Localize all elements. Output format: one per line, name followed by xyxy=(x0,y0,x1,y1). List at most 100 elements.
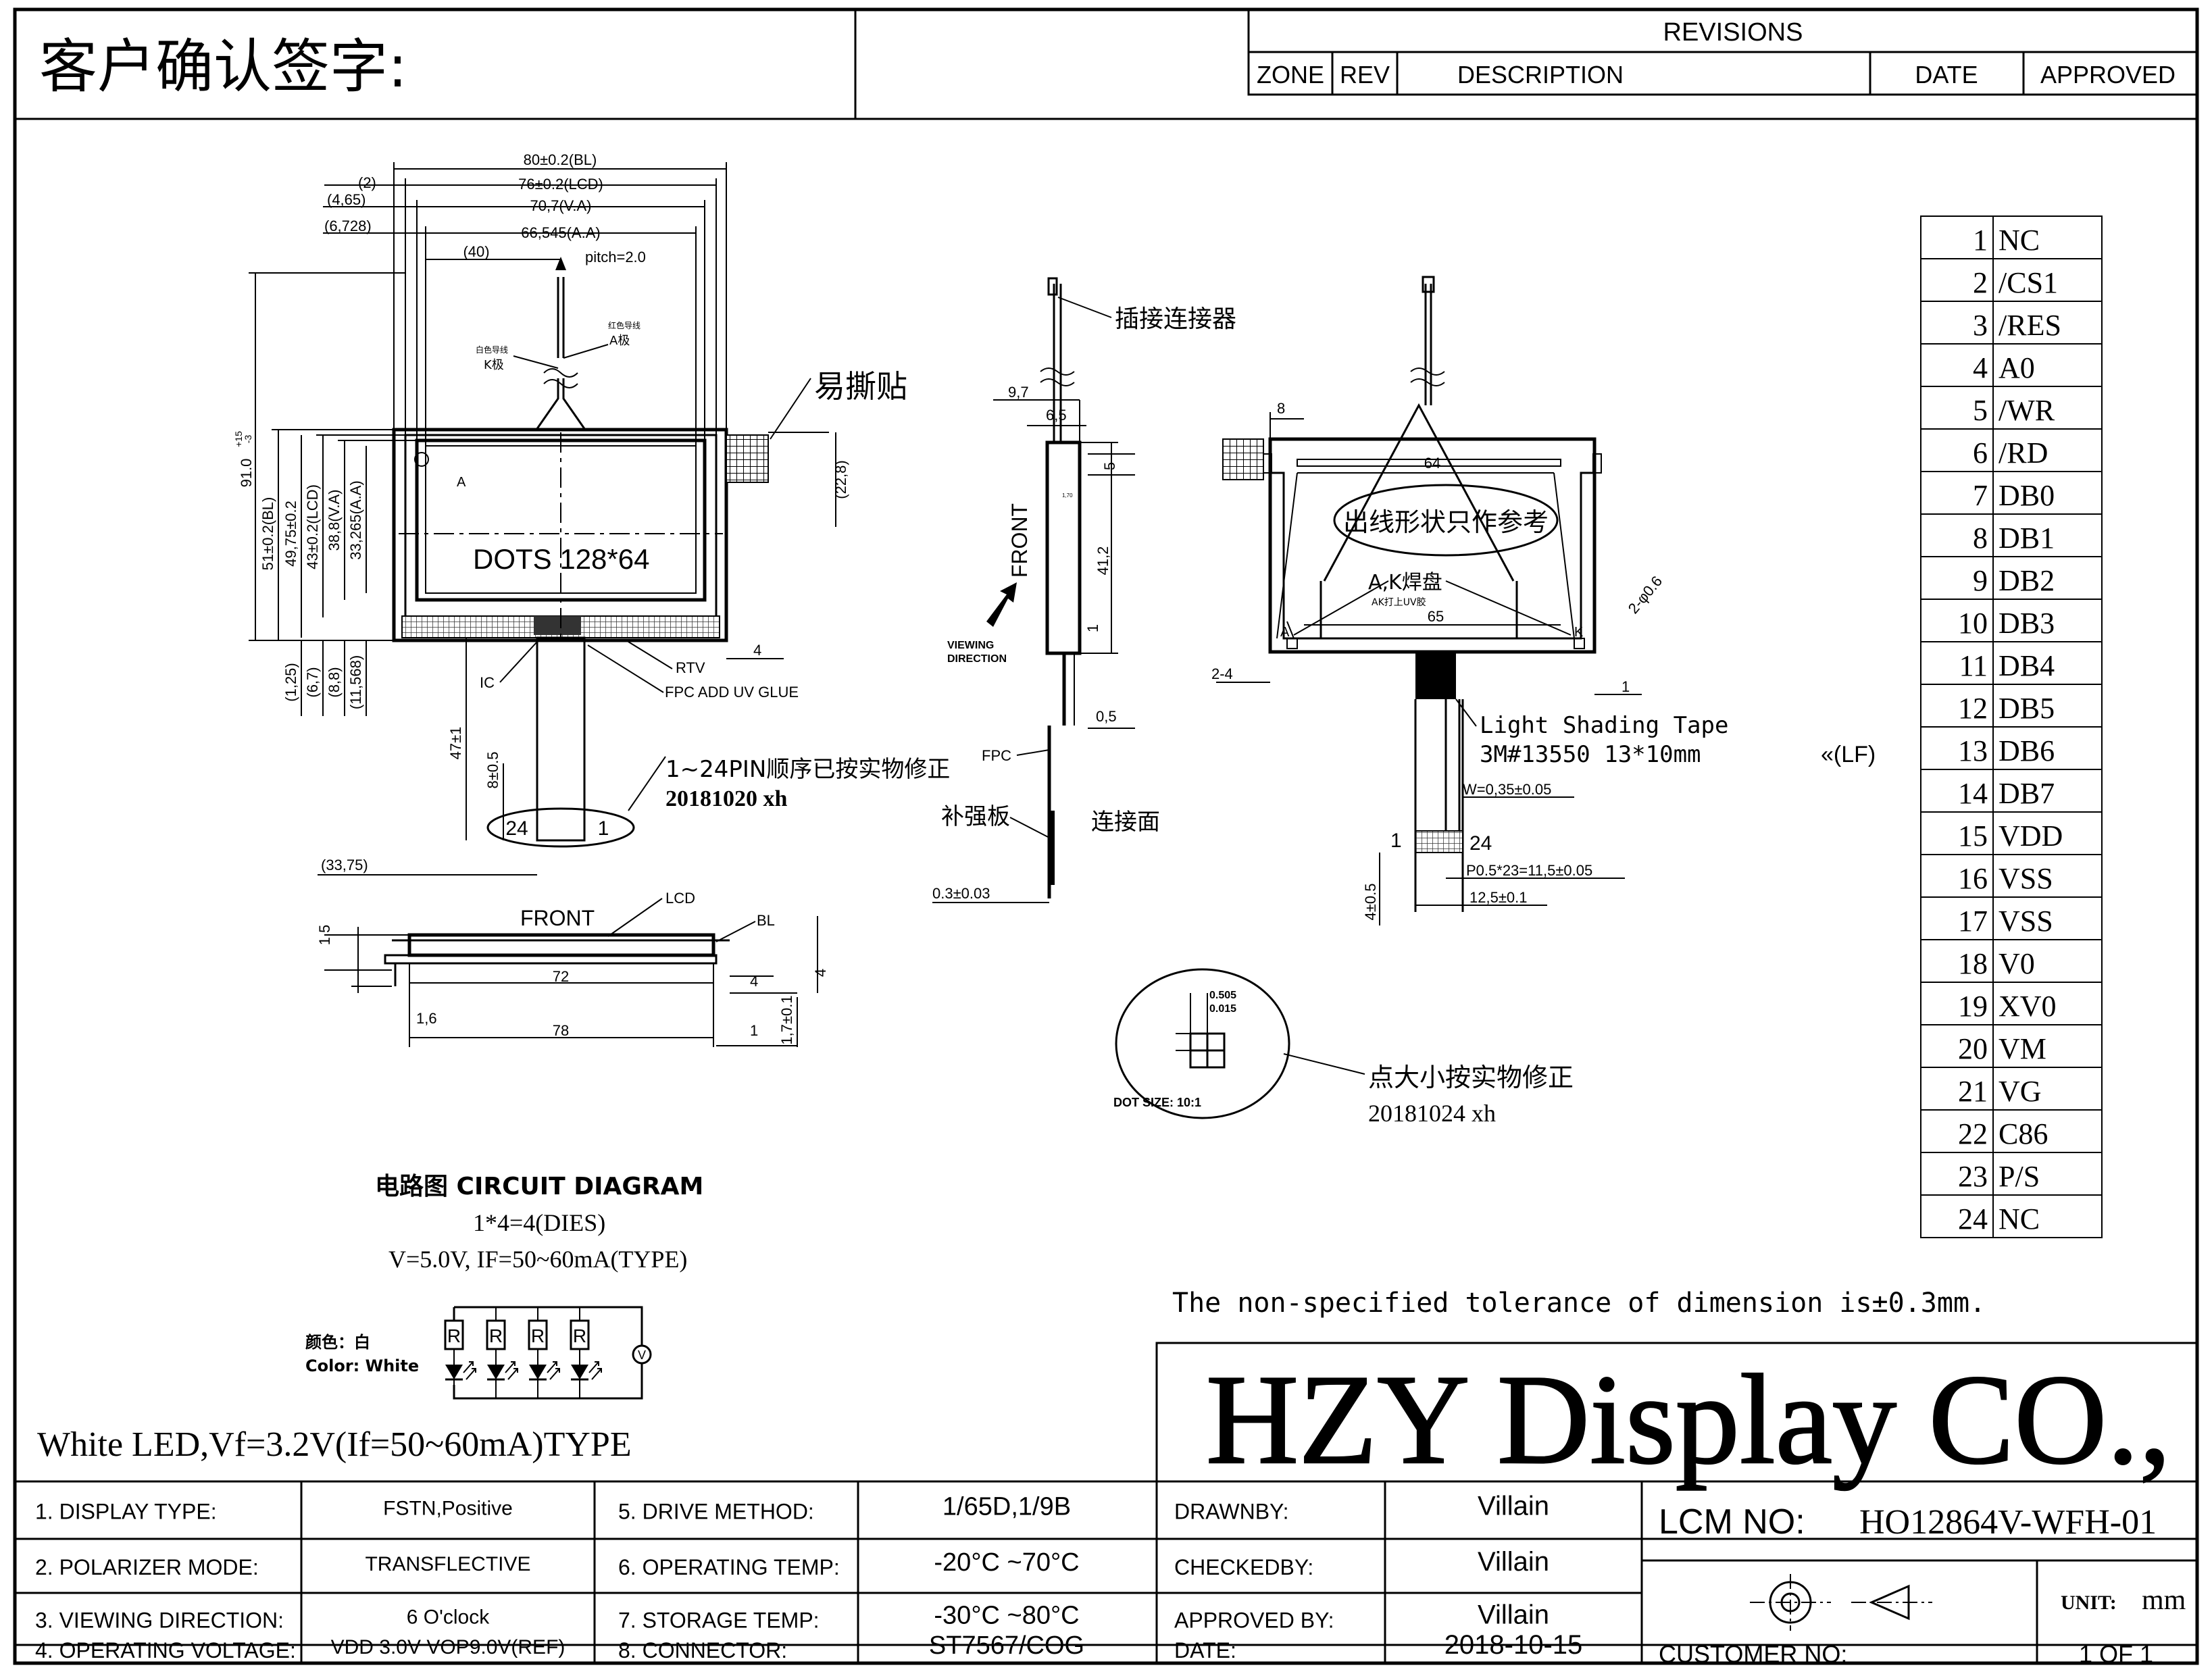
front-view: 白色导线 K极 红色导线 A极 24 1 1~24PIN顺序已按实物修正 201… xyxy=(233,151,950,875)
side-dim-412: 41,2 xyxy=(1095,547,1111,576)
pin-number: 4 xyxy=(1973,351,1988,384)
sheet-number: 1 OF 1 xyxy=(2079,1640,2153,1668)
dim-bottom-1: 1 xyxy=(750,1022,758,1039)
easy-peel-tab xyxy=(726,434,769,483)
dim-40: (40) xyxy=(463,243,489,260)
pin-name: A0 xyxy=(1999,351,2035,384)
back-dim-24: 2-4 xyxy=(1211,665,1233,682)
dim-fpc-end: 8±0.5 xyxy=(484,752,501,789)
dot-dim-015: 0.015 xyxy=(1209,1003,1236,1015)
resistor-label: R xyxy=(489,1325,503,1346)
approval-label: DATE: xyxy=(1174,1638,1236,1662)
back-dim-1: 1 xyxy=(1622,678,1630,695)
rtv-label: RTV xyxy=(676,659,705,676)
viewing-direction-arrow xyxy=(986,582,1017,627)
company-name: HZY Display CO., xyxy=(1206,1349,2171,1491)
back-pin1: 1 xyxy=(1390,830,1402,852)
spec-label: 4. OPERATING VOLTAGE: xyxy=(35,1638,296,1662)
tolerance-note: The non-specified tolerance of dimension… xyxy=(1172,1288,1986,1319)
dot-size-note: 点大小按实物修正 xyxy=(1368,1063,1574,1092)
pin-name: DB5 xyxy=(1999,692,2055,725)
pin-name: /RD xyxy=(1999,436,2048,469)
pin-number: 22 xyxy=(1958,1117,1988,1150)
spec-value: TRANSFLECTIVE xyxy=(365,1553,530,1575)
rev-col-approved: APPROVED xyxy=(2040,61,2176,88)
pin-name: V0 xyxy=(1999,947,2035,980)
ak-uv-label: AK打上UV胶 xyxy=(1372,596,1426,608)
rev-col-date: DATE xyxy=(1915,61,1978,88)
tape-label-line2: 3M#13550 13*10mm xyxy=(1480,741,1701,768)
led-diode-icon xyxy=(529,1365,547,1379)
led-type-label: White LED,Vf=3.2V(If=50~60mA)TYPE xyxy=(37,1425,632,1464)
pin-number: 23 xyxy=(1958,1160,1988,1193)
spec-label: 2. POLARIZER MODE: xyxy=(35,1555,259,1579)
pin-number: 9 xyxy=(1973,564,1988,597)
pin-number: 6 xyxy=(1973,436,1988,469)
side-dim-1: 1 xyxy=(1084,624,1101,632)
side-dim-05: 0,5 xyxy=(1096,708,1117,725)
led-diode-icon xyxy=(445,1365,463,1379)
white-wire-pole: K极 xyxy=(484,358,504,372)
dim-bottom-4: 4 xyxy=(750,973,758,990)
fpc-side-label: FPC xyxy=(982,747,1011,764)
pin-name: VM xyxy=(1999,1032,2046,1065)
dim-height-total: 91.0 xyxy=(238,459,255,488)
pin-name: NC xyxy=(1999,224,2040,257)
dot-size-note-date: 20181024 xh xyxy=(1368,1100,1496,1127)
ic-chip xyxy=(534,616,581,635)
pin-order-note-date: 20181020 xh xyxy=(665,786,788,811)
rev-col-zone: ZONE xyxy=(1257,61,1324,88)
dim-465: (4,65) xyxy=(327,191,366,208)
pin-name: DB2 xyxy=(1999,564,2055,597)
dim-va-width: 70,7(V.A) xyxy=(530,197,592,214)
approval-label: CHECKEDBY: xyxy=(1174,1555,1313,1579)
bottom-bl-label: BL xyxy=(757,912,775,929)
dim-bottom-16: 1,6 xyxy=(416,1010,437,1027)
pin-number: 11 xyxy=(1959,649,1988,682)
pin-name: C86 xyxy=(1999,1117,2048,1150)
pin-number: 16 xyxy=(1958,862,1988,895)
dim-6728: (6,728) xyxy=(324,218,372,234)
circuit-diagram: 电路图 CIRCUIT DIAGRAM 1*4=4(DIES) V=5.0V, … xyxy=(305,1173,703,1400)
spec-label: 7. STORAGE TEMP: xyxy=(618,1608,820,1633)
unit-value: mm xyxy=(2142,1585,2186,1616)
red-wire-label: 红色导线 xyxy=(608,320,640,330)
circuit-voltage: V=5.0V, IF=50~60mA(TYPE) xyxy=(388,1246,687,1273)
title-block: HZY Display CO., LCM NO: HO12864V-WFH-01… xyxy=(15,1342,2198,1668)
dim-lcd-width: 76±0.2(LCD) xyxy=(518,176,603,193)
direction-label: DIRECTION xyxy=(947,653,1007,665)
dim-aa-height: 33,265(A.A) xyxy=(347,480,364,559)
anode-mark: A xyxy=(457,475,466,490)
dim-bottom-72: 72 xyxy=(553,968,569,985)
dim-height-plus: +15 xyxy=(233,431,244,447)
spec-value: ST7567/COG xyxy=(929,1631,1084,1660)
side-front-label: FRONT xyxy=(1007,503,1032,578)
ic-label: IC xyxy=(480,674,495,691)
revisions-title: REVISIONS xyxy=(1663,18,1803,47)
dim-bottom-17: 1,7±0.1 xyxy=(778,995,795,1044)
dim-125: (1,25) xyxy=(282,663,299,701)
side-dim-97: 9,7 xyxy=(1008,384,1029,401)
pin-number: 14 xyxy=(1958,777,1988,810)
pin-name: DB1 xyxy=(1999,522,2055,555)
spec-label: 3. VIEWING DIRECTION: xyxy=(35,1608,284,1633)
pin-number: 1 xyxy=(1973,224,1988,257)
dim-88: (8,8) xyxy=(326,667,343,697)
ak-pad-label: A,K焊盘 xyxy=(1368,571,1442,594)
approval-value: Villain xyxy=(1478,1600,1549,1630)
back-dim-width: 12,5±0.1 xyxy=(1469,889,1527,906)
spec-label: 5. DRIVE METHOD: xyxy=(618,1500,814,1524)
dim-bottom-15: 1.5 xyxy=(316,925,333,946)
pin-name: VSS xyxy=(1999,905,2053,938)
pin-order-note: 1~24PIN顺序已按实物修正 xyxy=(665,756,950,783)
pin-number: 5 xyxy=(1973,394,1988,427)
projection-symbol-icon xyxy=(1750,1574,1932,1631)
back-a-label: A xyxy=(1280,625,1290,640)
dim-bl-width: 80±0.2(BL) xyxy=(524,151,597,168)
color-cn-label: 颜色：白 xyxy=(305,1333,370,1352)
left-dimension-lines xyxy=(249,272,537,875)
dim-4975: 49,75±0.2 xyxy=(282,501,299,567)
